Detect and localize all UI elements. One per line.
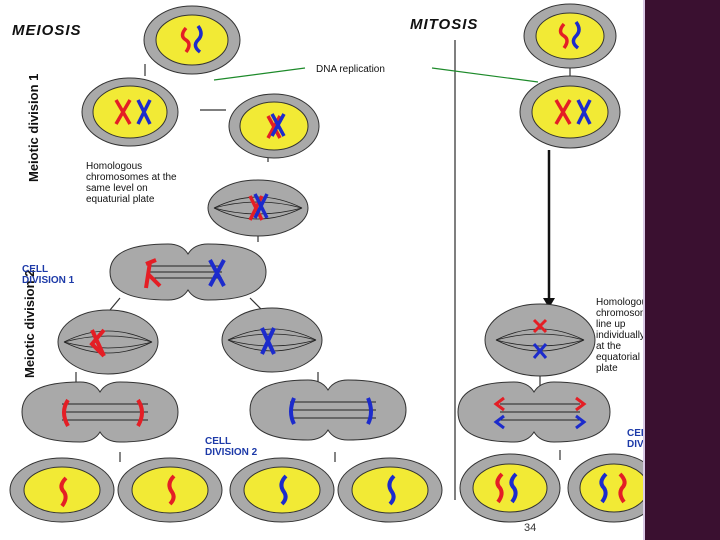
mitosis-title: MITOSIS [410, 16, 479, 33]
gamete-2 [117, 457, 223, 523]
meiosis-cell-1 [143, 5, 241, 75]
mitosis-daughter-1 [459, 453, 561, 523]
mitosis-cell-3 [484, 303, 596, 377]
meiosis-cell-5 [109, 243, 267, 301]
homologous-right-caption: Homologous chromosome line up individual… [596, 297, 654, 374]
cell-division-2-label: CELL DIVISION 2 [205, 436, 258, 458]
meiosis-cell-9 [249, 379, 407, 441]
page-number: 34 [524, 522, 537, 534]
meiosis-cell-6 [57, 309, 159, 375]
dna-line-right [431, 67, 539, 83]
meiosis-cell-4 [207, 179, 309, 237]
mitosis-cell-2 [519, 75, 621, 149]
mitosis-cell-4 [457, 381, 611, 443]
gamete-3 [229, 457, 335, 523]
figure-area [6, 0, 643, 520]
dna-line-left [213, 67, 306, 81]
meiosis-title: MEIOSIS [12, 22, 82, 39]
meiosis-cell-7 [221, 307, 323, 373]
homologous-left-caption: Homologous chromosomes at the same level… [86, 161, 177, 205]
meiosis-cell-2 [81, 77, 179, 147]
sidebar-panel [643, 0, 720, 540]
meiosis-cell-3 [228, 93, 320, 159]
mitosis-arrowhead [543, 298, 555, 308]
mitosis-daughter-2 [567, 453, 661, 523]
cell-division-1-label: CELL DIVISION 1 [22, 264, 75, 286]
dna-replication-label: DNA replication [316, 64, 385, 75]
mitosis-cell-1 [523, 3, 617, 69]
gamete-4 [337, 457, 443, 523]
sidebar-divider [643, 0, 645, 540]
meiosis-cell-8 [21, 381, 179, 443]
gamete-1 [9, 457, 115, 523]
meiotic-division-1-label: Meiotic division 1 [26, 73, 41, 182]
